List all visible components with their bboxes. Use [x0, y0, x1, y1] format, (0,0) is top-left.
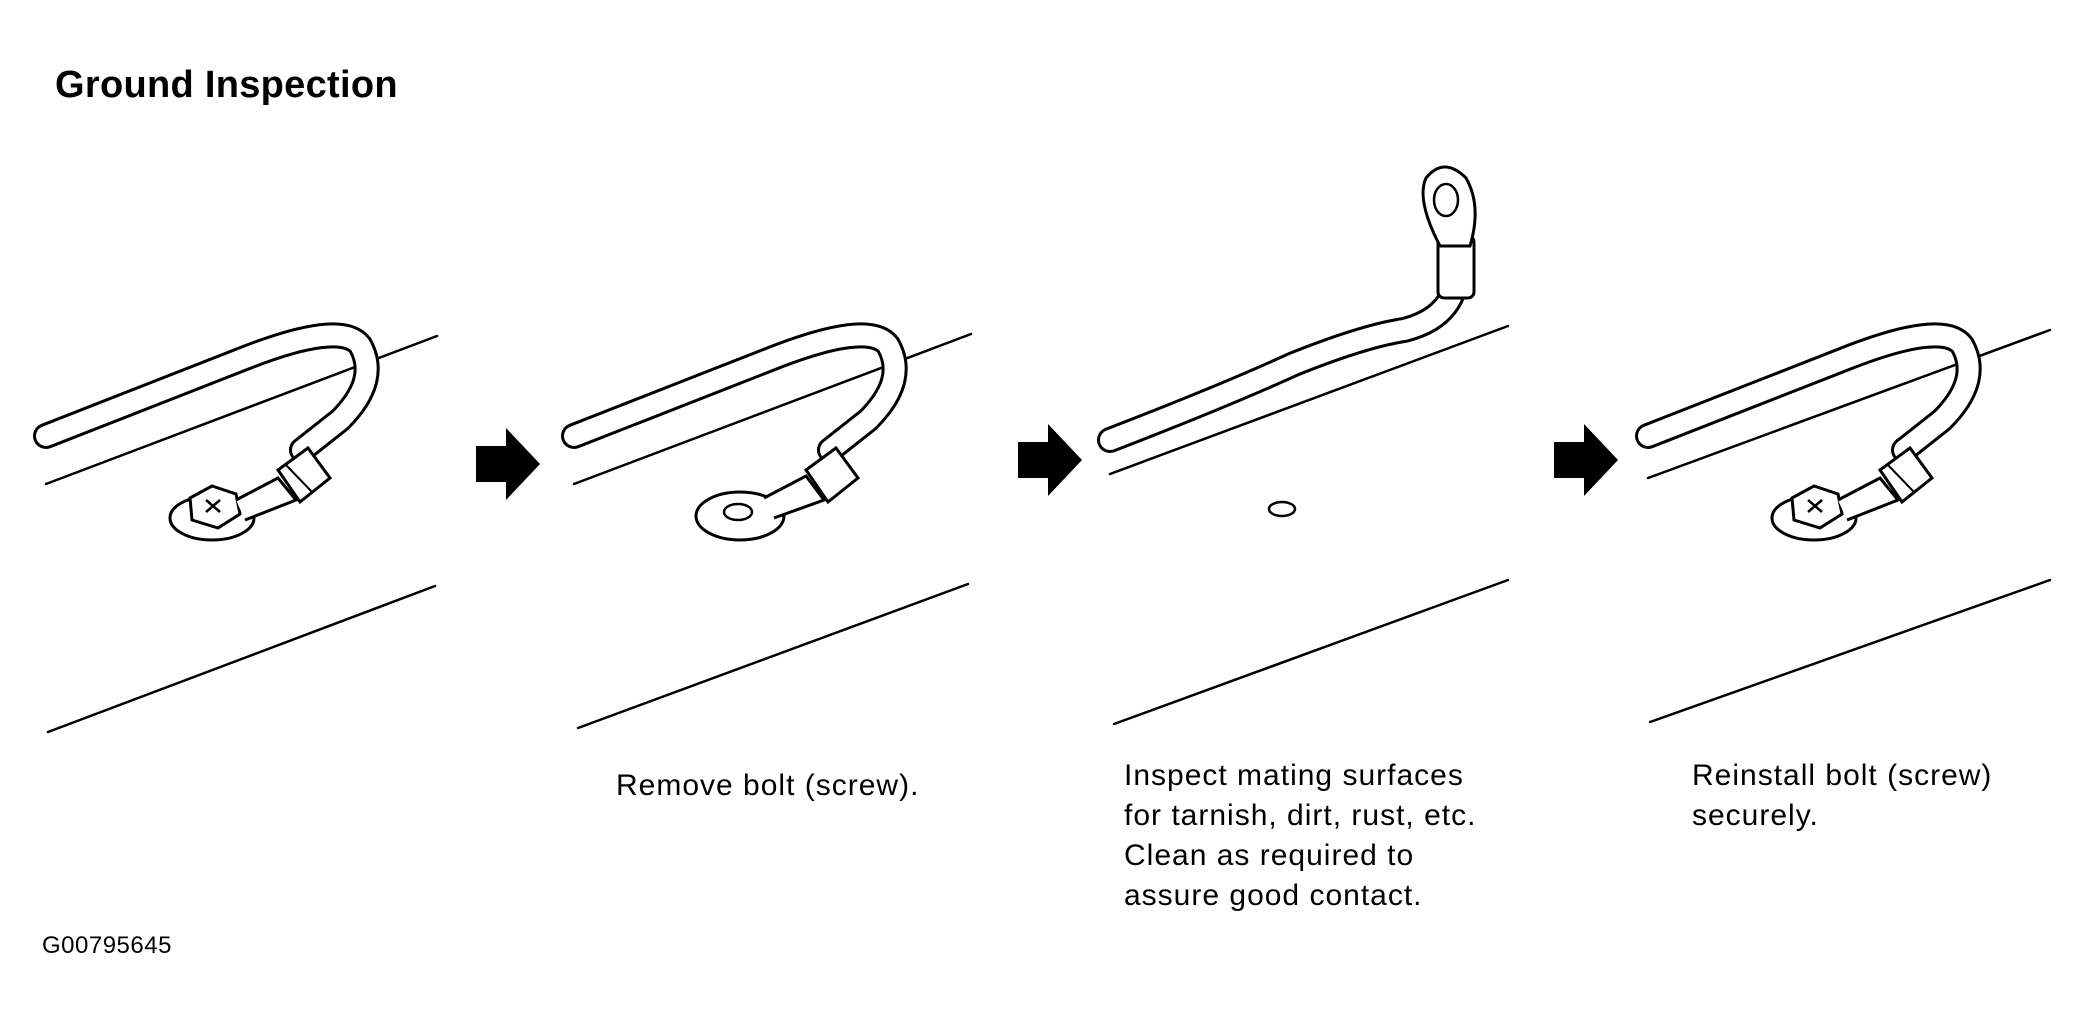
right-arrow-icon — [1018, 424, 1082, 501]
bolt-hole-icon — [1267, 500, 1297, 518]
figure-id: G00795645 — [42, 932, 172, 959]
diagram-title: Ground Inspection — [55, 64, 398, 106]
ring-terminal-icon — [694, 445, 861, 542]
step-2-caption: Remove bolt (screw). — [616, 769, 920, 802]
step-2-illustration — [561, 322, 973, 730]
right-arrow-icon — [1554, 424, 1618, 501]
step-3-illustration — [1097, 165, 1510, 726]
step-4-caption: Reinstall bolt (screw) securely. — [1692, 759, 1993, 832]
step-4-panel: Reinstall bolt (screw) securely. — [1635, 0, 2062, 1028]
bolt-icon — [1770, 445, 1935, 542]
step-4-illustration — [1635, 322, 2052, 724]
step-3-panel: Inspect mating surfaces for tarnish, dir… — [1097, 0, 1524, 1028]
step-1-panel — [33, 0, 460, 1028]
right-arrow-icon — [476, 428, 540, 505]
step-3-caption: Inspect mating surfaces for tarnish, dir… — [1124, 759, 1477, 912]
bolt-icon — [168, 445, 333, 542]
step-2-panel: Remove bolt (screw). — [561, 0, 988, 1028]
ring-terminal-icon — [1421, 165, 1477, 300]
step-1-illustration — [33, 322, 439, 734]
